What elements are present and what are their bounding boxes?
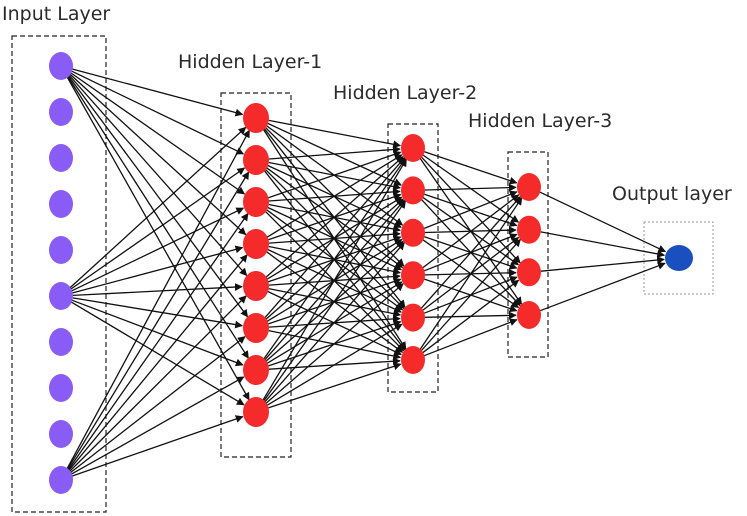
connection-hidden-layer-3-2-to-output-layer-0 [540,256,665,272]
hidden-layer-1-neuron-7 [243,355,269,385]
input-layer-neuron-4 [49,190,73,218]
connection-hidden-layer-1-7-to-hidden-layer-2-2 [264,242,405,403]
connection-hidden-layer-1-7-to-hidden-layer-2-5 [268,362,402,409]
connection-input-layer-5-to-hidden-layer-1-4 [72,283,243,297]
connection-input-layer-5-to-hidden-layer-1-1 [70,167,246,290]
connection-hidden-layer-2-5-to-hidden-layer-3-2 [422,279,520,354]
connection-input-layer-9-to-hidden-layer-1-2 [67,212,249,471]
hidden-layer-1-box [220,92,292,458]
connection-hidden-layer-2-4-to-hidden-layer-3-0 [420,196,521,310]
connection-input-layer-0-to-hidden-layer-1-2 [70,72,246,195]
hidden-layer-3-neuron-1 [517,173,541,201]
hidden-layer-2-neuron-4 [401,261,425,290]
connection-hidden-layer-1-4-to-hidden-layer-2-0 [265,156,404,278]
connection-hidden-layer-2-3-to-hidden-layer-3-0 [422,194,520,269]
output-layer-label: Output layer [612,183,732,205]
connection-input-layer-0-to-hidden-layer-1-5 [67,75,249,318]
hidden-layer-1-neuron-1 [243,103,269,133]
connection-hidden-layer-2-2-to-hidden-layer-3-0 [423,190,518,230]
hidden-layer-2-box [387,123,439,393]
connection-input-layer-5-to-hidden-layer-1-3 [72,245,244,294]
connection-hidden-layer-2-0-to-hidden-layer-3-0 [424,151,518,185]
input-layer-neuron-10 [49,466,73,494]
hidden-layer-3-neuron-3 [517,258,541,287]
connection-hidden-layer-1-3-to-hidden-layer-2-0 [266,154,403,238]
connection-hidden-layer-3-1-to-output-layer-0 [540,231,666,258]
connection-input-layer-0-to-hidden-layer-1-6 [66,75,249,359]
connection-hidden-layer-1-0-to-hidden-layer-2-0 [268,119,401,149]
connection-hidden-layer-2-1-to-hidden-layer-3-0 [424,183,517,192]
hidden-layer-1-neuron-8 [243,397,269,427]
hidden-layer-3-neuron-4 [517,301,541,329]
input-layer-neuron-9 [49,420,73,448]
connection-input-layer-5-to-hidden-layer-1-5 [72,297,243,329]
input-layer-neuron-1 [49,52,73,80]
connection-hidden-layer-1-1-to-hidden-layer-2-0 [268,145,401,160]
hidden-layer-2-neuron-2 [401,176,425,205]
output-layer-box [643,221,714,295]
connection-input-layer-0-to-hidden-layer-1-7 [66,76,250,401]
connection-input-layer-0-to-hidden-layer-1-4 [68,74,248,277]
connection-input-layer-5-to-hidden-layer-1-2 [71,207,245,292]
hidden-layer-2-label: Hidden Layer-2 [333,82,477,104]
hidden-layer-3-neuron-2 [517,215,541,244]
connection-input-layer-9-to-hidden-layer-1-3 [68,254,248,472]
connection-input-layer-9-to-hidden-layer-1-4 [69,295,247,472]
connection-hidden-layer-1-2-to-hidden-layer-2-0 [268,150,402,199]
hidden-layer-3-box [507,151,549,358]
hidden-layer-1-neuron-4 [243,229,269,259]
connection-input-layer-9-to-hidden-layer-1-0 [66,129,250,470]
connection-input-layer-9-to-hidden-layer-1-6 [71,376,245,475]
connection-hidden-layer-1-7-to-hidden-layer-2-3 [265,283,404,404]
connection-input-layer-9-to-hidden-layer-1-1 [66,171,250,471]
connection-hidden-layer-2-5-to-hidden-layer-3-3 [423,318,518,357]
hidden-layer-2-neuron-3 [401,218,425,247]
connection-hidden-layer-1-6-to-hidden-layer-2-0 [262,157,407,360]
connections [66,68,667,477]
connection-input-layer-5-to-hidden-layer-1-6 [71,299,244,367]
hidden-layer-2-neuron-6 [401,346,425,374]
connection-hidden-layer-2-5-to-hidden-layer-3-0 [419,197,523,351]
connection-input-layer-9-to-hidden-layer-1-5 [70,336,246,474]
connection-hidden-layer-3-3-to-output-layer-0 [539,262,666,312]
input-layer-label: Input Layer [2,3,110,25]
connection-hidden-layer-1-7-to-hidden-layer-2-0 [262,158,407,402]
input-layer-neuron-2 [49,98,73,126]
hidden-layer-2-neuron-5 [401,303,425,332]
input-layer-neuron-8 [49,374,73,402]
neurons [49,52,693,494]
connection-input-layer-0-to-hidden-layer-1-1 [71,70,245,155]
connection-input-layer-5-to-hidden-layer-1-0 [69,126,247,289]
connection-input-layer-9-to-hidden-layer-1-7 [72,415,244,477]
input-layer-neuron-7 [49,328,73,356]
connection-hidden-layer-1-7-to-hidden-layer-2-1 [262,200,407,402]
connection-hidden-layer-3-0-to-output-layer-0 [539,191,667,253]
input-layer-neuron-3 [49,144,73,172]
hidden-layer-1-neuron-6 [243,313,269,343]
input-layer-neuron-5 [49,236,73,264]
connection-hidden-layer-2-5-to-hidden-layer-3-1 [420,238,521,352]
hidden-layer-3-label: Hidden Layer-3 [468,110,612,132]
connection-hidden-layer-1-7-to-hidden-layer-2-4 [266,323,403,406]
connection-hidden-layer-1-5-to-hidden-layer-2-0 [264,157,406,319]
input-layer-neuron-6 [49,282,73,310]
connection-input-layer-0-to-hidden-layer-1-3 [69,73,247,236]
hidden-layer-1-neuron-3 [243,187,269,217]
hidden-layer-1-label: Hidden Layer-1 [178,51,322,73]
hidden-layer-1-neuron-2 [243,145,269,175]
hidden-layer-2-neuron-1 [401,134,425,162]
connection-input-layer-5-to-hidden-layer-1-7 [70,301,245,406]
connection-input-layer-0-to-hidden-layer-1-0 [72,68,244,117]
output-layer-neuron-1 [665,245,693,271]
hidden-layer-1-neuron-5 [243,271,269,301]
